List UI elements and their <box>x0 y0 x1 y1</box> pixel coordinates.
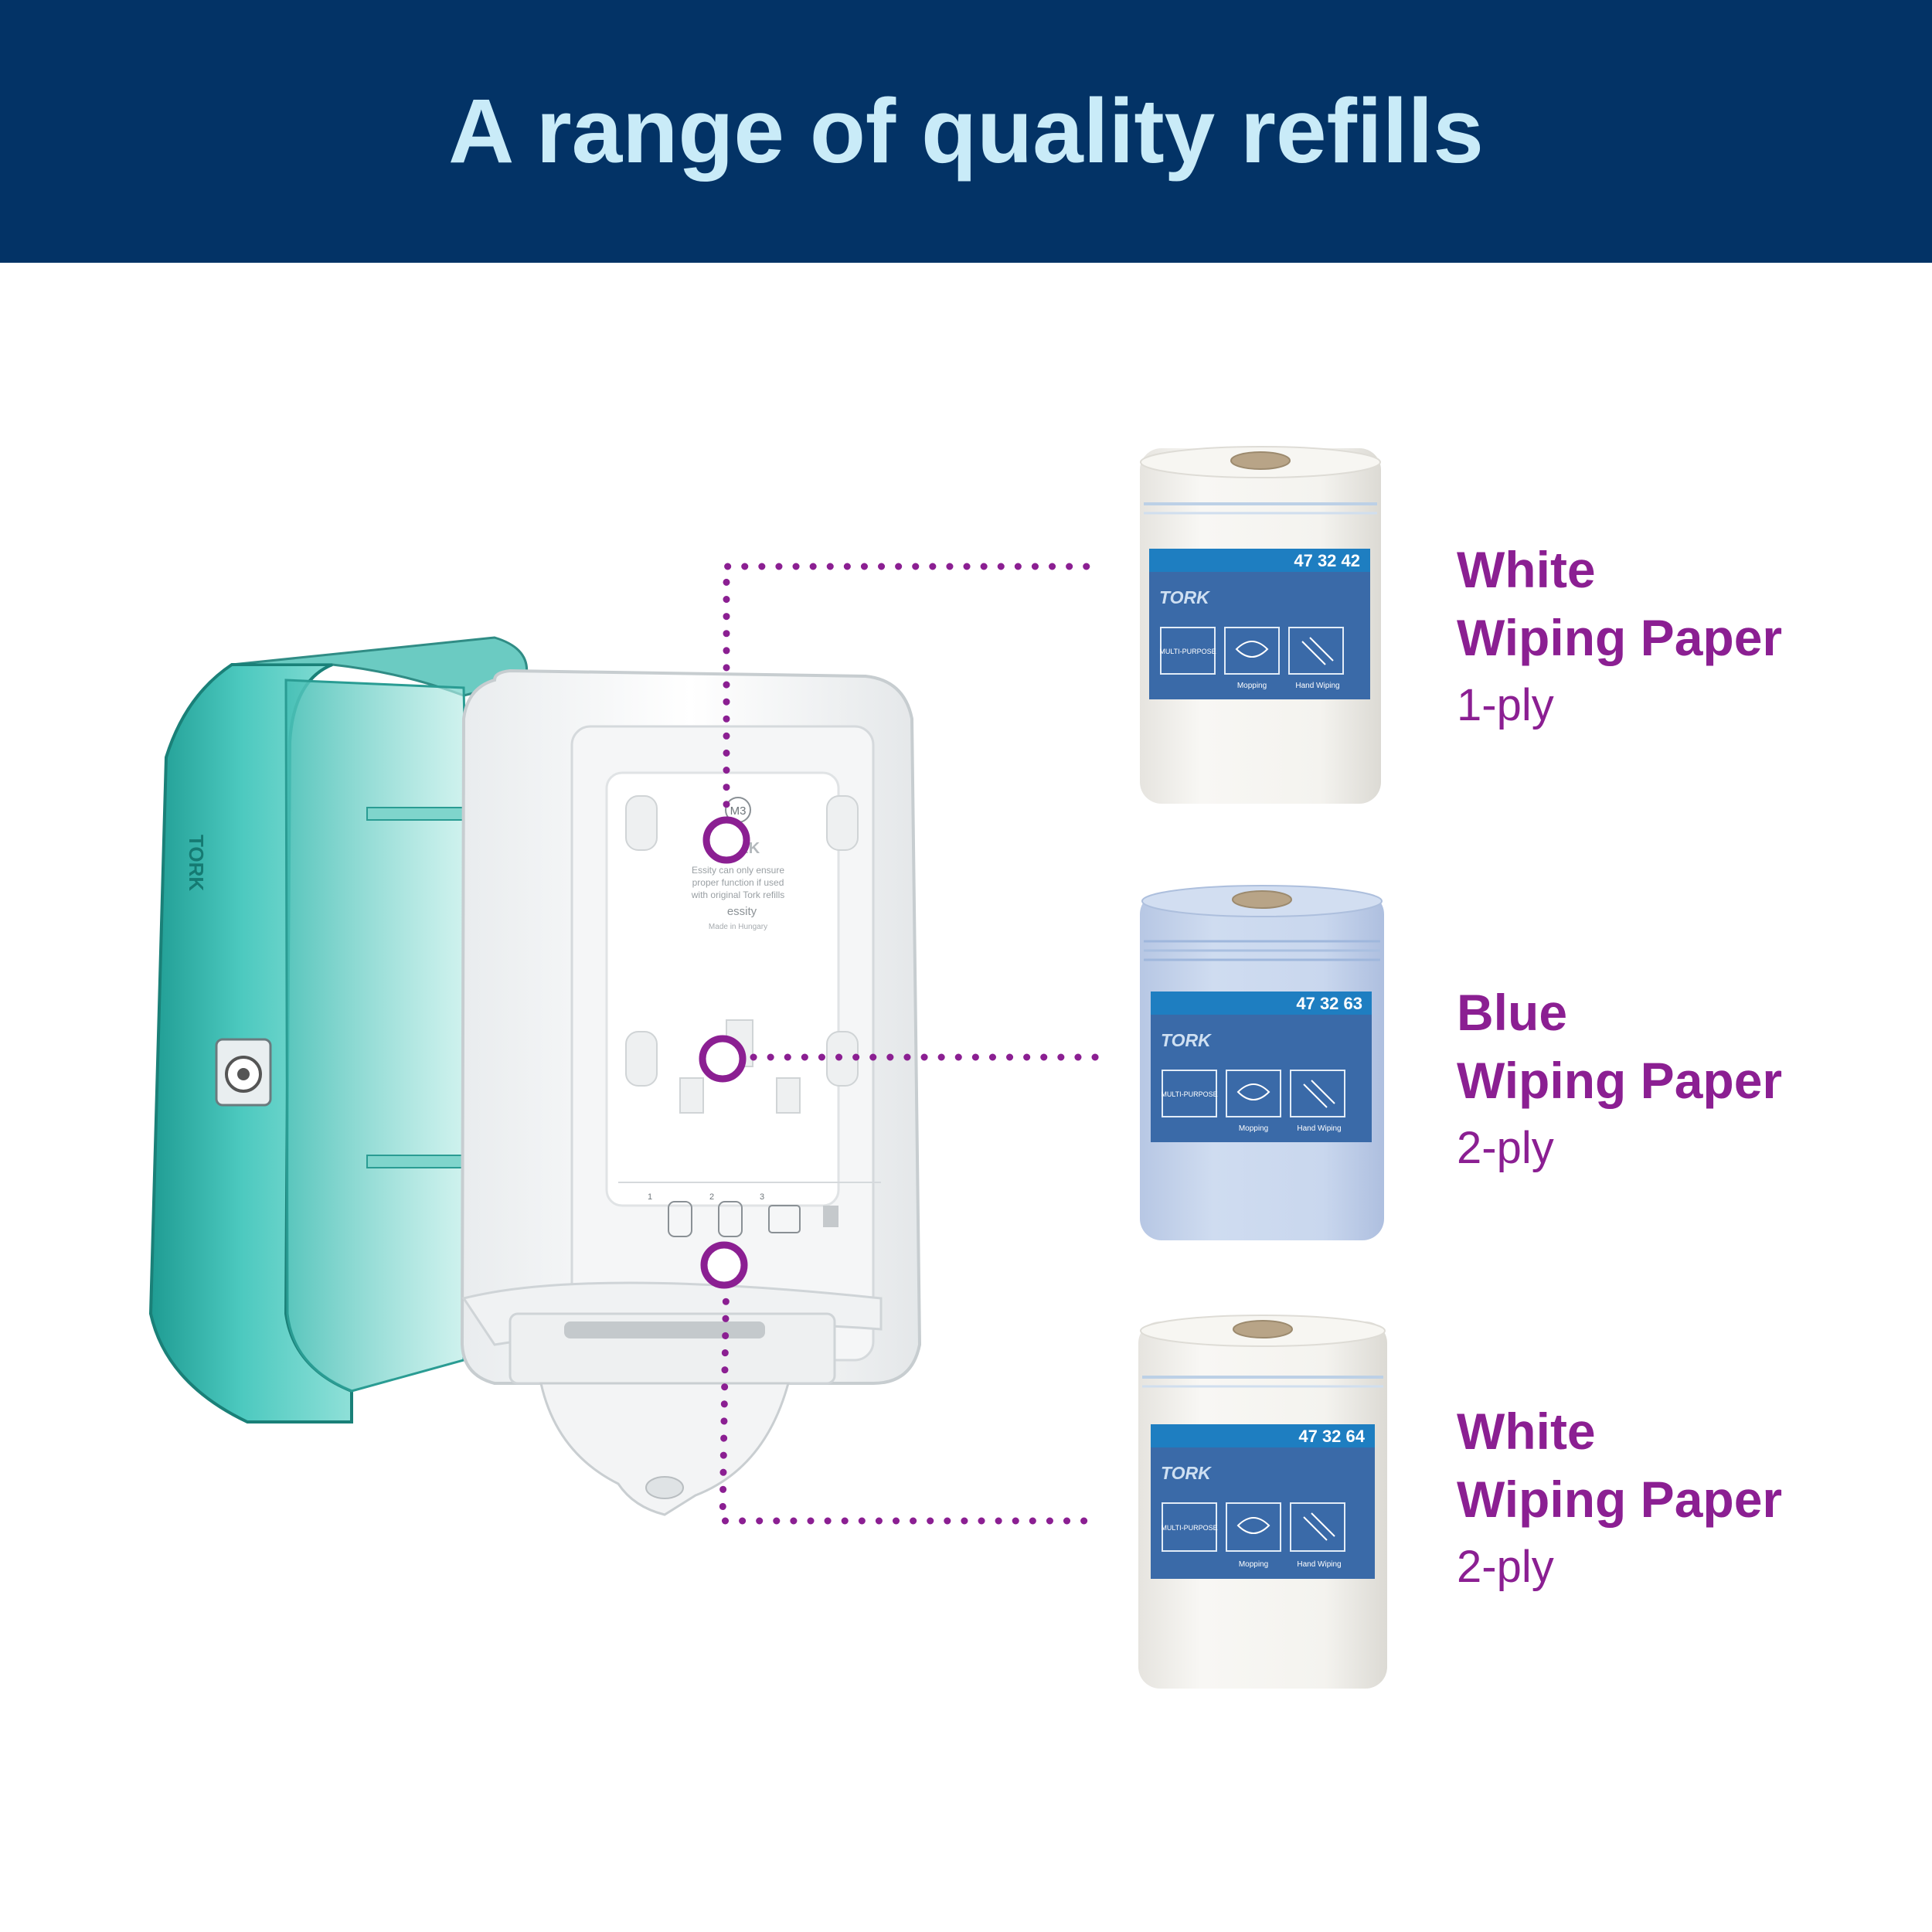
marker-1 <box>702 816 750 864</box>
product-roll-2: 47 32 63 TORK MULTI-PURPOSE Mopping Hand… <box>1140 885 1384 1240</box>
callout-markers <box>699 816 750 1289</box>
mopping-icon <box>1226 1070 1281 1117</box>
roll-brand-1: TORK <box>1159 587 1210 607</box>
hand-wiping-icon <box>1288 627 1344 675</box>
roll-icon-label-3b: Hand Wiping <box>1297 1560 1341 1569</box>
dispenser-cover: TORK <box>148 636 529 1423</box>
product-code-2: 47 32 63 <box>1296 994 1362 1013</box>
dispenser-step-1: 1 <box>648 1192 652 1202</box>
roll-icon-label-1b: Hand Wiping <box>1295 682 1339 690</box>
roll-icon-label-3a: Mopping <box>1239 1560 1268 1569</box>
hand-wiping-icon <box>1290 1502 1345 1552</box>
product-ply-1: 1-ply <box>1457 680 1554 730</box>
product-name-3-line2: Wiping Paper <box>1457 1471 1783 1528</box>
product-ply-2: 2-ply <box>1457 1123 1554 1173</box>
product-code-3: 47 32 64 <box>1298 1427 1365 1446</box>
dispenser-housing: M3 TORK Essity can only ensure proper fu… <box>460 668 922 1516</box>
dispenser-maker: essity <box>727 905 757 918</box>
roll-brand-2: TORK <box>1161 1030 1212 1050</box>
product-label-3: White Wiping Paper 2-ply <box>1457 1397 1782 1601</box>
roll-icon-label-2b: Hand Wiping <box>1297 1124 1341 1133</box>
product-code-1: 47 32 42 <box>1294 551 1360 570</box>
dispenser-text-1: Essity can only ensure <box>692 865 784 876</box>
product-name-1-line1: White <box>1457 541 1596 598</box>
product-name-3-line1: White <box>1457 1403 1596 1460</box>
dispenser-text-2: proper function if used <box>692 877 784 888</box>
svg-text:TORK: TORK <box>185 835 208 891</box>
hand-wiping-icon <box>1290 1070 1345 1117</box>
roll-badge-2: MULTI-PURPOSE <box>1161 1090 1217 1098</box>
product-label-2: Blue Wiping Paper 2-ply <box>1457 978 1782 1182</box>
dispenser-text-3: with original Tork refills <box>691 889 785 900</box>
product-roll-1: 47 32 42 TORK MULTI-PURPOSE Mopping Hand… <box>1140 446 1381 804</box>
connector-3 <box>719 1264 1101 1525</box>
roll-badge-3: MULTI-PURPOSE <box>1161 1524 1217 1532</box>
product-label-1: White Wiping Paper 1-ply <box>1457 536 1782 740</box>
page-title: A range of quality refills <box>448 80 1484 182</box>
product-name-1-line2: Wiping Paper <box>1457 609 1783 666</box>
dispenser-step-3: 3 <box>760 1192 764 1202</box>
dispenser-size-badge: M3 <box>730 804 747 818</box>
header-banner: A range of quality refills <box>0 0 1932 263</box>
product-ply-3: 2-ply <box>1457 1542 1554 1592</box>
roll-icon-label-2a: Mopping <box>1239 1124 1268 1133</box>
dispenser-step-2: 2 <box>709 1192 714 1202</box>
roll-icon-label-1a: Mopping <box>1237 682 1267 690</box>
roll-brand-3: TORK <box>1161 1463 1212 1483</box>
connector-1 <box>723 563 1101 842</box>
callout-connectors <box>719 563 1101 1525</box>
marker-2 <box>699 1035 747 1083</box>
mopping-icon <box>1226 1502 1281 1552</box>
product-roll-3: 47 32 64 TORK MULTI-PURPOSE Mopping Hand… <box>1138 1315 1387 1689</box>
mopping-icon <box>1224 627 1280 675</box>
roll-badge-1: MULTI-PURPOSE <box>1159 648 1216 655</box>
marker-3 <box>700 1241 748 1289</box>
roll-label-3 <box>1151 1424 1375 1579</box>
dispenser-made-in: Made in Hungary <box>709 923 767 931</box>
product-name-2-line1: Blue <box>1457 984 1568 1041</box>
product-name-2-line2: Wiping Paper <box>1457 1052 1783 1109</box>
dispenser: TORK M3 TORK <box>148 636 922 1516</box>
